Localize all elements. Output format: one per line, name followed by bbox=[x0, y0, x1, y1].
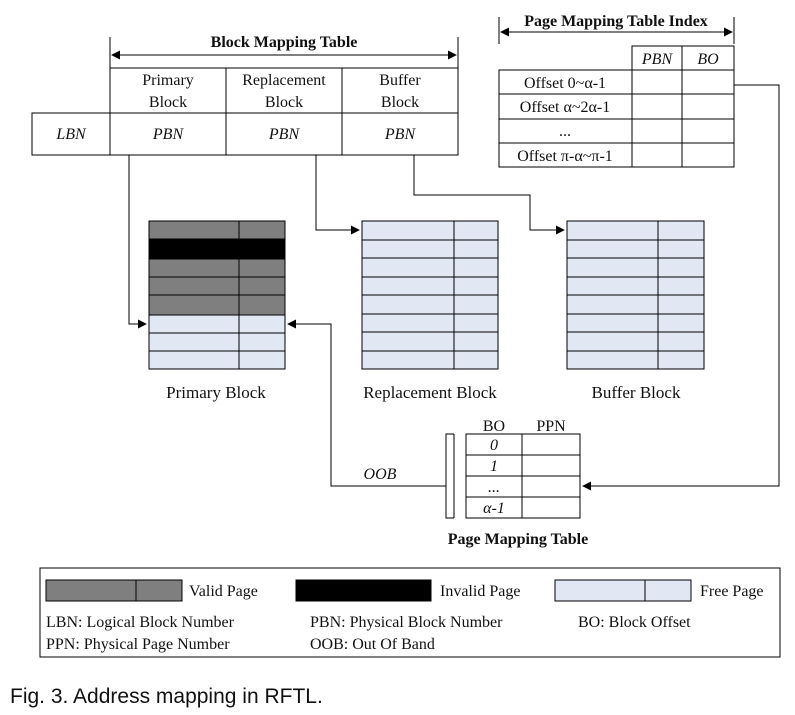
valid-page bbox=[148, 258, 286, 278]
legend-valid-swatch bbox=[45, 579, 183, 602]
index-row-3: Offset π-α~π-1 bbox=[517, 148, 613, 165]
valid-page bbox=[148, 220, 286, 240]
connectors bbox=[128, 84, 780, 491]
index-header-pbn: PBN bbox=[641, 51, 674, 68]
legend-invalid-label: Invalid Page bbox=[440, 583, 520, 600]
cell-buffer-pbn: PBN bbox=[384, 126, 417, 143]
valid-page bbox=[148, 294, 286, 316]
page-mapping-table: BO PPN 0 1 ... α-1 Page Mapping Table bbox=[445, 418, 588, 548]
buffer-block: Buffer Block bbox=[566, 220, 705, 402]
pmt-header-ppn: PPN bbox=[536, 418, 566, 435]
legend-lbn: LBN: Logical Block Number bbox=[46, 614, 235, 631]
legend-bo: BO: Block Offset bbox=[578, 614, 691, 631]
legend-valid-label: Valid Page bbox=[189, 583, 258, 600]
valid-page bbox=[148, 276, 286, 296]
header-buffer-line2: Block bbox=[381, 94, 419, 111]
page-mapping-table-title: Page Mapping Table bbox=[448, 531, 588, 548]
header-primary-line2: Block bbox=[149, 94, 187, 111]
index-row-2: ... bbox=[559, 123, 571, 140]
index-row-1: Offset α~2α-1 bbox=[520, 99, 610, 116]
replacement-block-label: Replacement Block bbox=[363, 383, 497, 402]
index-row-0: Offset 0~α-1 bbox=[524, 75, 606, 92]
legend: Valid Page Invalid Page Free Page LBN: L… bbox=[39, 567, 781, 658]
legend-free-label: Free Page bbox=[700, 583, 764, 600]
index-header-bo: BO bbox=[697, 51, 719, 68]
block-mapping-table: Block Mapping Table Primary Block Replac… bbox=[31, 34, 459, 156]
arrow-oob-to-primary-block bbox=[287, 319, 446, 487]
free-page bbox=[148, 350, 286, 370]
legend-box bbox=[39, 567, 781, 658]
header-primary-line1: Primary bbox=[142, 72, 194, 89]
free-page bbox=[148, 314, 286, 334]
arrow-buffer-pbn-to-buffer-block bbox=[413, 155, 565, 235]
invalid-page bbox=[148, 238, 286, 260]
index-title: Page Mapping Table Index bbox=[524, 13, 708, 30]
legend-ppn: PPN: Physical Page Number bbox=[46, 636, 230, 653]
header-replacement-line1: Replacement bbox=[242, 72, 326, 89]
buffer-block-label: Buffer Block bbox=[592, 383, 681, 402]
pmt-row-1: 1 bbox=[490, 458, 498, 475]
cell-primary-pbn: PBN bbox=[152, 126, 185, 143]
primary-block: Primary Block bbox=[148, 220, 286, 402]
free-page bbox=[148, 332, 286, 352]
pmt-row-3: α-1 bbox=[483, 500, 505, 517]
legend-oob: OOB: Out Of Band bbox=[310, 636, 435, 653]
oob-label: OOB bbox=[364, 466, 397, 483]
arrow-index-to-page-mapping-table bbox=[582, 84, 780, 491]
figure-caption: Fig. 3. Address mapping in RFTL. bbox=[10, 685, 323, 708]
legend-pbn: PBN: Physical Block Number bbox=[310, 614, 503, 631]
page-mapping-table-index: Page Mapping Table Index PBN BO Offset 0… bbox=[498, 13, 735, 168]
block-mapping-table-title: Block Mapping Table bbox=[211, 34, 358, 51]
primary-block-label: Primary Block bbox=[166, 383, 266, 402]
header-buffer-line1: Buffer bbox=[379, 72, 421, 89]
pmt-row-0: 0 bbox=[490, 437, 498, 454]
header-replacement-line2: Block bbox=[265, 94, 303, 111]
replacement-block: Replacement Block bbox=[361, 220, 499, 402]
cell-replacement-pbn: PBN bbox=[268, 126, 301, 143]
pmt-header-bo: BO bbox=[483, 418, 505, 435]
arrow-replacement-pbn-to-replacement-block bbox=[315, 155, 360, 235]
pmt-row-2: ... bbox=[488, 479, 500, 496]
legend-free-swatch bbox=[554, 579, 692, 602]
legend-invalid-swatch bbox=[295, 579, 432, 602]
cell-lbn: LBN bbox=[55, 126, 87, 143]
arrow-primary-pbn-to-primary-block bbox=[128, 155, 147, 329]
